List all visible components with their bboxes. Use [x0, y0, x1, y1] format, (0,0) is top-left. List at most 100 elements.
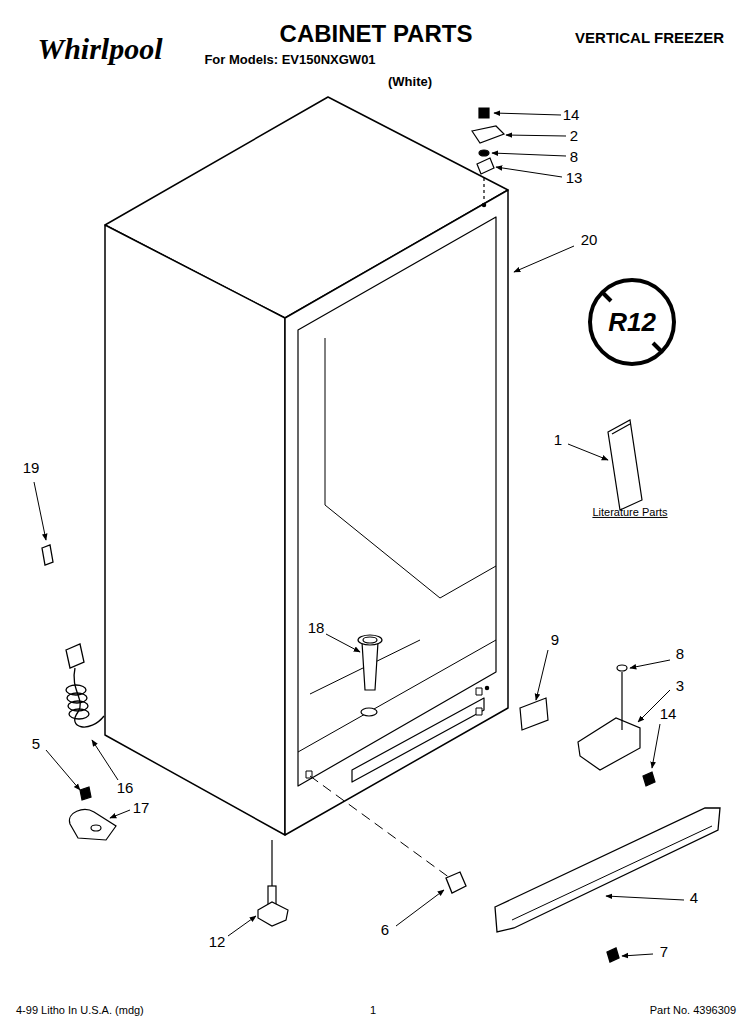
model-text: For Models: EV150NXGW01 [204, 53, 375, 67]
part-number: Part No. 4396309 [650, 1004, 736, 1016]
callout-number: 5 [32, 736, 40, 753]
callout-number: 14 [660, 706, 677, 723]
callout-number: 12 [209, 934, 226, 951]
literature-label: Literature Parts [592, 506, 667, 518]
page-number: 1 [370, 1004, 376, 1016]
cabinet-part [325, 338, 496, 598]
bottom-hinge-part [643, 772, 655, 786]
base-grille-part [310, 776, 450, 878]
literature-booklet [608, 420, 642, 510]
base-grille-part [512, 826, 712, 920]
leader-arrows-part [536, 650, 548, 700]
drain-tube-part [363, 637, 377, 643]
cabinet-part [476, 688, 482, 695]
leader-arrows-part [606, 896, 684, 900]
callout-number: 8 [676, 646, 684, 663]
leader-arrows-part [494, 113, 561, 115]
page-title: CABINET PARTS [280, 21, 473, 47]
callout-number: 6 [381, 922, 389, 939]
leader-arrows-part [34, 482, 46, 540]
bottom-hinge-part [617, 665, 627, 671]
drain-tube-part [362, 642, 378, 690]
brand-logo: Whirlpool [37, 32, 162, 65]
cabinet-part [285, 190, 508, 835]
callout-number: 9 [551, 632, 559, 649]
cabinet-part [105, 225, 285, 835]
power-cord-part [69, 709, 89, 719]
top-hinge-part [479, 108, 489, 118]
power-cord-part [42, 545, 53, 565]
leader-arrows-part [652, 724, 660, 768]
cabinet-part [298, 640, 496, 752]
leader-arrows [34, 113, 684, 956]
callout-number: 14 [563, 107, 580, 124]
top-hinge-part [477, 158, 494, 174]
callout-number: 18 [308, 620, 325, 637]
leader-arrows-part [492, 153, 566, 156]
leader-arrows-part [622, 954, 653, 956]
top-hinge-part [479, 150, 489, 156]
callout-number: 2 [570, 128, 578, 145]
leader-arrows-part [506, 135, 566, 136]
cord-clamp-part [80, 787, 91, 800]
leveling-leg-part [271, 840, 272, 886]
no-r12-symbol-part [590, 280, 674, 364]
bottom-hinge-part [578, 718, 640, 770]
leader-arrows-part [46, 750, 80, 790]
top-hinge-part [483, 178, 484, 200]
base-grille-part [495, 808, 720, 932]
literature-booklet-part [612, 424, 630, 434]
cord-clamp-part [91, 825, 101, 831]
leader-arrows-part [110, 810, 130, 818]
callout-number: 20 [581, 232, 598, 249]
base-grille-part [607, 948, 619, 962]
cord-clamp-part [69, 810, 116, 840]
leader-arrows-part [396, 890, 444, 926]
callout-number: 8 [570, 149, 578, 166]
power-cord-part [66, 644, 84, 668]
leader-arrows-part [630, 660, 670, 668]
cabinet-part [476, 708, 482, 715]
bottom-hinge-part [520, 698, 548, 730]
leader-arrows-part [568, 444, 608, 460]
callout-number: 16 [117, 780, 134, 797]
callout-number: 17 [133, 800, 150, 817]
bottom-hinge-part [621, 672, 622, 730]
literature-booklet-part [608, 420, 642, 510]
cabinet-part [352, 698, 484, 782]
leveling-leg [258, 840, 288, 926]
model-color: (White) [388, 75, 432, 89]
drain-tube [358, 635, 382, 716]
leveling-leg-part [258, 902, 288, 926]
drain-tube-part [358, 635, 382, 645]
callout-number: 7 [660, 944, 668, 961]
cord-clamp [69, 787, 116, 840]
drain-tube-part [361, 708, 377, 716]
refrigerant-mark: R12 [608, 308, 656, 337]
leader-arrows-part [92, 740, 118, 780]
no-r12-symbol [590, 280, 674, 364]
callout-number: 4 [690, 890, 698, 907]
cabinet [105, 97, 508, 835]
leader-arrows-part [326, 634, 360, 652]
top-hinge-part [472, 126, 504, 143]
cabinet-part [486, 687, 489, 690]
no-r12-symbol-part [653, 343, 662, 352]
callout-number: 19 [23, 460, 40, 477]
leader-arrows-part [514, 246, 574, 272]
print-note: 4-99 Litho In U.S.A. (mdg) [16, 1004, 144, 1016]
leader-arrows-part [496, 167, 562, 177]
header-text: VERTICAL FREEZER [575, 30, 724, 47]
cabinet-part [483, 204, 486, 207]
power-cord [42, 545, 104, 727]
callout-number: 13 [566, 170, 583, 187]
cabinet-part [298, 217, 496, 786]
callout-number: 1 [554, 432, 562, 449]
base-grille-part [446, 872, 466, 893]
top-hinge [472, 108, 504, 200]
cabinet-part [310, 640, 420, 694]
callout-number: 3 [676, 678, 684, 695]
no-r12-symbol-part [602, 292, 611, 301]
leader-arrows-part [228, 916, 256, 936]
base-grille [310, 776, 720, 962]
